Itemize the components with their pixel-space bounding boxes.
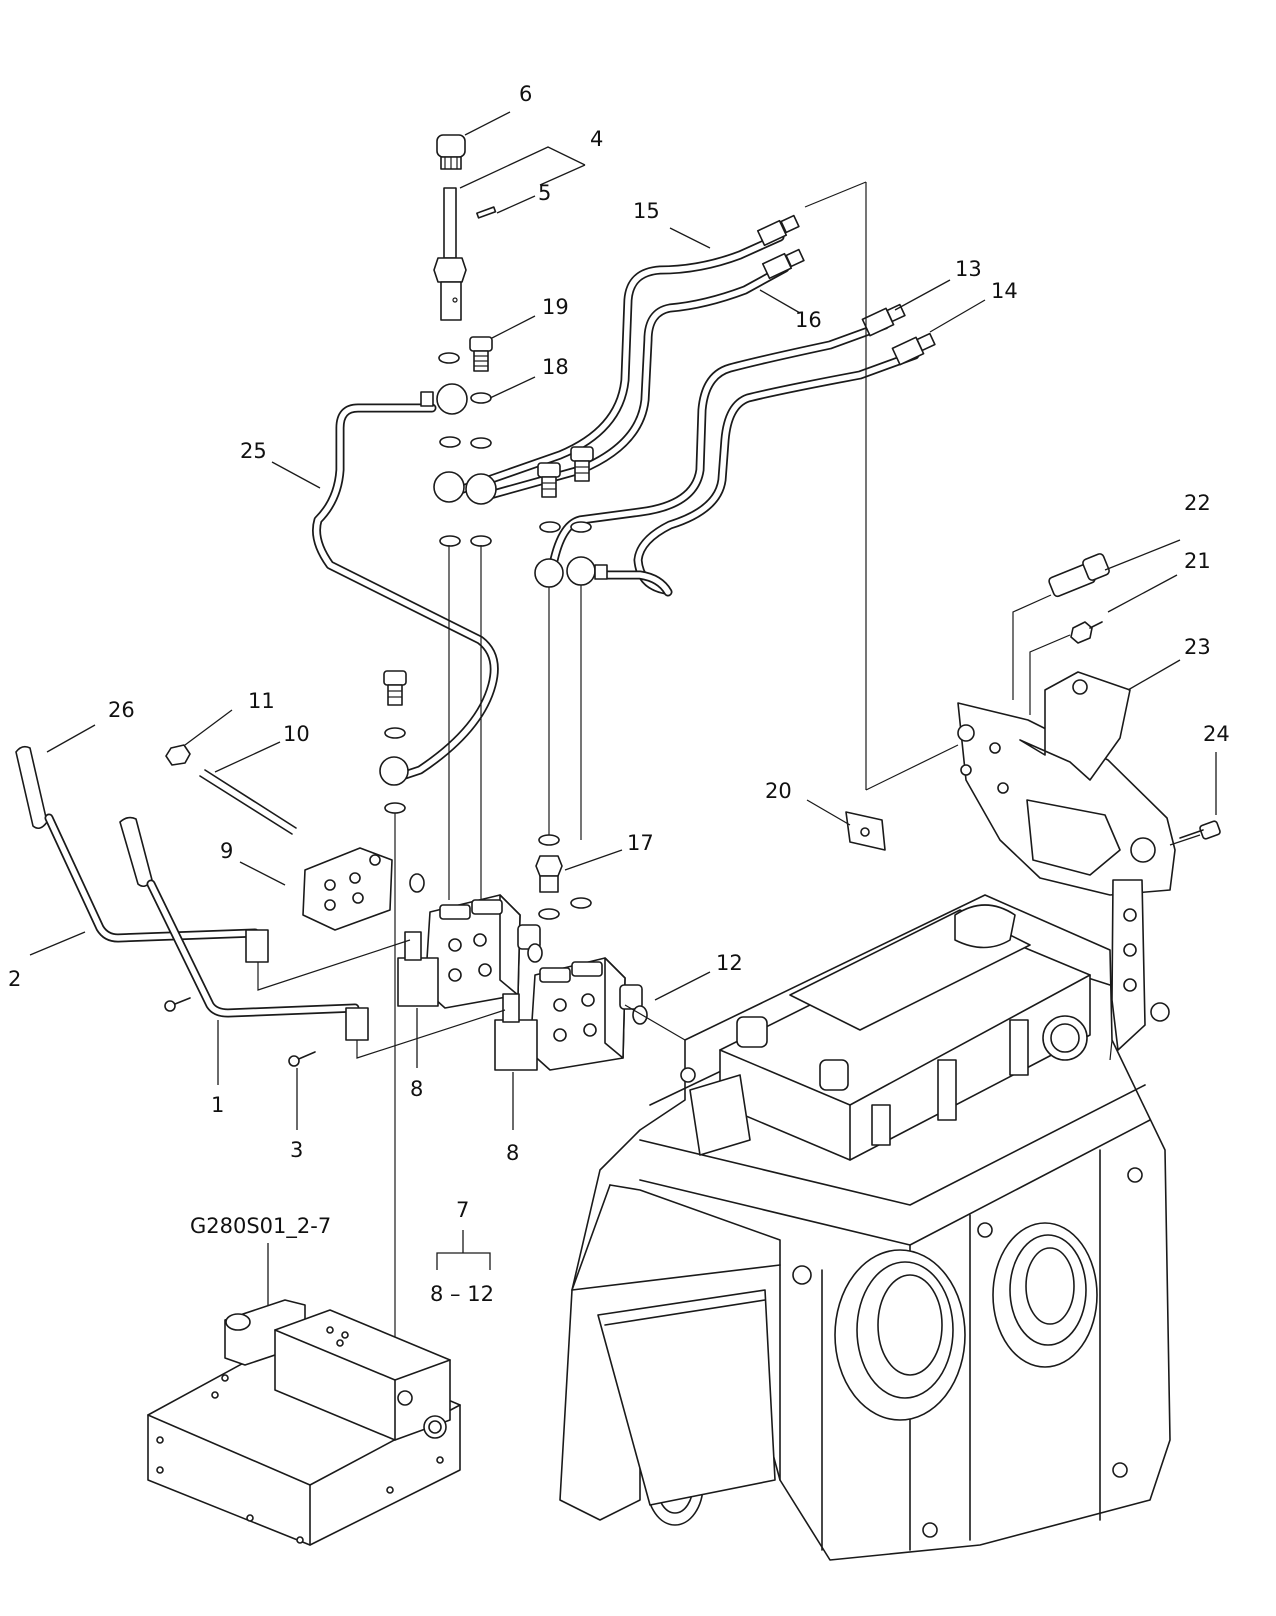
callout-22: 22 — [1184, 491, 1211, 515]
callout-8a: 8 — [410, 1077, 423, 1101]
callout-7: 7 — [456, 1198, 469, 1222]
callout-10: 10 — [283, 722, 310, 746]
callout-23: 23 — [1184, 635, 1211, 659]
control-valve-lower — [494, 957, 648, 1071]
reference-code-label: G280S01_2-7 — [190, 1214, 331, 1239]
control-valve-upper — [397, 873, 543, 1009]
banjo-stack-right — [534, 446, 608, 588]
callout-12: 12 — [716, 951, 743, 975]
callout-26: 26 — [108, 698, 135, 722]
hydraulic-tubes — [312, 232, 920, 780]
callout-17: 17 — [627, 831, 654, 855]
callout-15: 15 — [633, 199, 660, 223]
leader-lines — [29, 111, 1217, 1305]
callout-18: 18 — [542, 355, 569, 379]
callout-25: 25 — [240, 439, 267, 463]
callout-8b: 8 — [506, 1141, 519, 1165]
callout-3: 3 — [290, 1138, 303, 1162]
callout-16: 16 — [795, 308, 822, 332]
callout-1: 1 — [211, 1093, 224, 1117]
banjo-stack-left — [420, 336, 497, 547]
callout-4: 4 — [590, 127, 603, 151]
callout-14: 14 — [991, 279, 1018, 303]
callout-labels: 1 2 3 4 5 6 7 8 8 9 10 11 12 13 14 15 16… — [8, 82, 1230, 1306]
group-range-label: 8 – 12 — [430, 1282, 494, 1306]
mounting-bracket — [845, 553, 1221, 1051]
callout-13: 13 — [955, 257, 982, 281]
callout-19: 19 — [542, 295, 569, 319]
alignment-lines — [394, 181, 959, 1400]
callout-20: 20 — [765, 779, 792, 803]
relief-valve-assembly — [433, 134, 497, 321]
transmission-housing — [559, 894, 1171, 1561]
hydraulic-lift-cover — [147, 1299, 461, 1546]
valve-end-cover — [165, 744, 393, 931]
callout-9: 9 — [220, 839, 233, 863]
callout-24: 24 — [1203, 722, 1230, 746]
tube-fittings — [756, 214, 936, 366]
callout-2: 2 — [8, 967, 21, 991]
callout-5: 5 — [538, 181, 551, 205]
callout-21: 21 — [1184, 549, 1211, 573]
banjo-lower — [379, 670, 409, 814]
callout-11: 11 — [248, 689, 275, 713]
callout-6: 6 — [519, 82, 532, 106]
control-levers — [15, 745, 506, 1067]
adapter-fitting — [535, 834, 592, 920]
